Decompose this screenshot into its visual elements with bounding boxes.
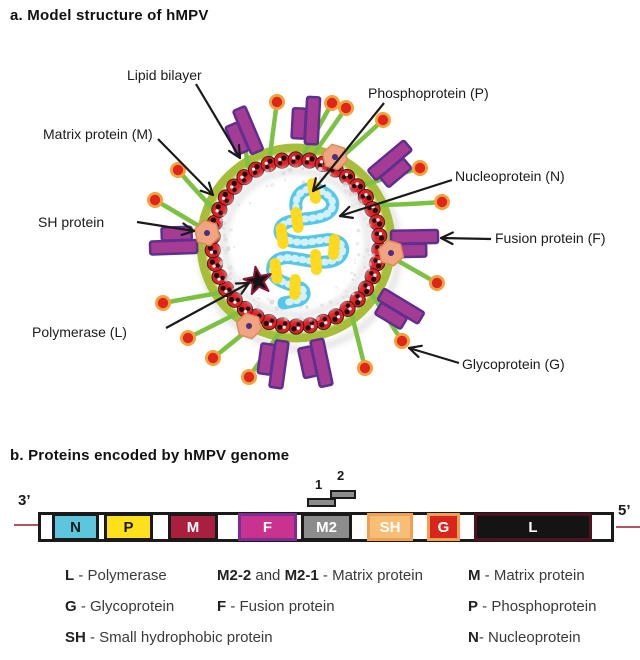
matrix-bead (339, 300, 356, 317)
matrix-bead (274, 317, 291, 334)
fusion-protein-spike (297, 337, 334, 389)
annotation-arrow (136, 220, 195, 233)
fusion-protein-spike (367, 139, 413, 188)
label-sh-protein: SH protein (38, 214, 105, 230)
matrix-bead (273, 152, 291, 169)
genome-segment-M: M (168, 513, 218, 541)
annotation-arrow (339, 178, 453, 218)
phosphoprotein-capsule (309, 249, 323, 275)
label-matrix-protein: Matrix protein (M) (43, 126, 153, 142)
annotation-arrow (440, 236, 492, 241)
genome-leader-line-right (616, 526, 640, 528)
genome-segment-L: L (474, 513, 592, 541)
genome-leader-line-left (14, 524, 38, 526)
annotation-arrows (136, 83, 492, 365)
phosphoprotein-capsule (290, 207, 304, 233)
fusion-protein-spikes (148, 95, 440, 390)
genome-segment-F: F (238, 513, 297, 541)
matrix-bead (236, 169, 253, 186)
matrix-bead (260, 156, 277, 173)
legend-item: P - Phosphoprotein (468, 598, 597, 615)
genome-segment-G: G (427, 513, 460, 541)
legend-item: G - Glycoprotein (65, 598, 175, 615)
panel-a-title: a. Model structure of hMPV (10, 7, 209, 24)
legend-item: N- Nucleoprotein (468, 629, 581, 646)
label-nucleoprotein: Nucleoprotein (N) (455, 168, 565, 184)
sh-protein-hexagons (193, 143, 405, 340)
genome-segment-P: P (104, 513, 153, 541)
annotation-arrow (408, 346, 460, 365)
phosphoprotein-capsule (327, 234, 341, 260)
panel-b-title: b. Proteins encoded by hMPV genome (10, 447, 290, 464)
m2-orf1-box (307, 498, 336, 507)
legend-item: L - Polymerase (65, 567, 167, 584)
m2-orf1-number: 1 (315, 477, 323, 492)
matrix-bead (315, 313, 332, 330)
fusion-protein-spike (256, 339, 290, 390)
label-phosphoprotein: Phosphoprotein (P) (368, 85, 489, 101)
phosphoprotein-capsule (289, 274, 301, 300)
matrix-bead (357, 280, 375, 297)
polymerase-star (242, 265, 272, 296)
legend-item: SH - Small hydrophobic protein (65, 629, 273, 646)
label-fusion-protein: Fusion protein (F) (495, 230, 606, 246)
fusion-protein-spike (148, 225, 199, 256)
matrix-bead (301, 152, 318, 169)
label-polymerase: Polymerase (L) (32, 324, 127, 340)
m2-orf2-box (330, 490, 356, 499)
label-glycoprotein: Glycoprotein (G) (462, 356, 565, 372)
phosphoprotein-capsule (275, 223, 289, 249)
matrix-bead (287, 151, 304, 168)
virus-diagram (136, 83, 492, 390)
fusion-protein-spike (290, 95, 322, 146)
label-lipid-bilayer: Lipid bilayer (127, 67, 202, 83)
genome-3prime-label: 3’ (18, 492, 31, 509)
legend-item: M2-2 and M2-1 - Matrix protein (217, 567, 423, 584)
matrix-bead (368, 214, 385, 231)
annotation-arrow (157, 138, 214, 196)
glycoprotein-spikes (147, 94, 450, 385)
legend-item: M - Matrix protein (468, 567, 585, 584)
m2-orf2-number: 2 (337, 468, 345, 483)
legend-column-1: L - Polymerase G - Glycoprotein SH - Small… (65, 567, 273, 660)
fusion-protein-spike (224, 105, 264, 156)
matrix-bead (226, 178, 243, 195)
fusion-protein-spike (374, 287, 425, 330)
genome-segment-N: N (52, 513, 99, 541)
genome-segment-SH: SH (367, 513, 413, 541)
phosphoprotein-capsule (269, 258, 283, 284)
genome-segment-M2: M2 (301, 513, 352, 541)
matrix-bead (217, 189, 235, 206)
matrix-bead (371, 227, 388, 244)
legend-column-2: M2-2 and M2-1 - Matrix protein F - Fusion… (217, 567, 423, 629)
annotation-arrow (312, 102, 385, 192)
annotation-arrow (195, 83, 241, 159)
matrix-bead (349, 291, 366, 308)
annotation-arrow (165, 282, 250, 329)
genome-5prime-label: 5’ (618, 502, 631, 519)
legend-item: F - Fusion protein (217, 598, 335, 615)
legend-column-3: M - Matrix protein P - Phosphoprotein N- N… (468, 567, 596, 660)
matrix-bead (288, 318, 305, 335)
